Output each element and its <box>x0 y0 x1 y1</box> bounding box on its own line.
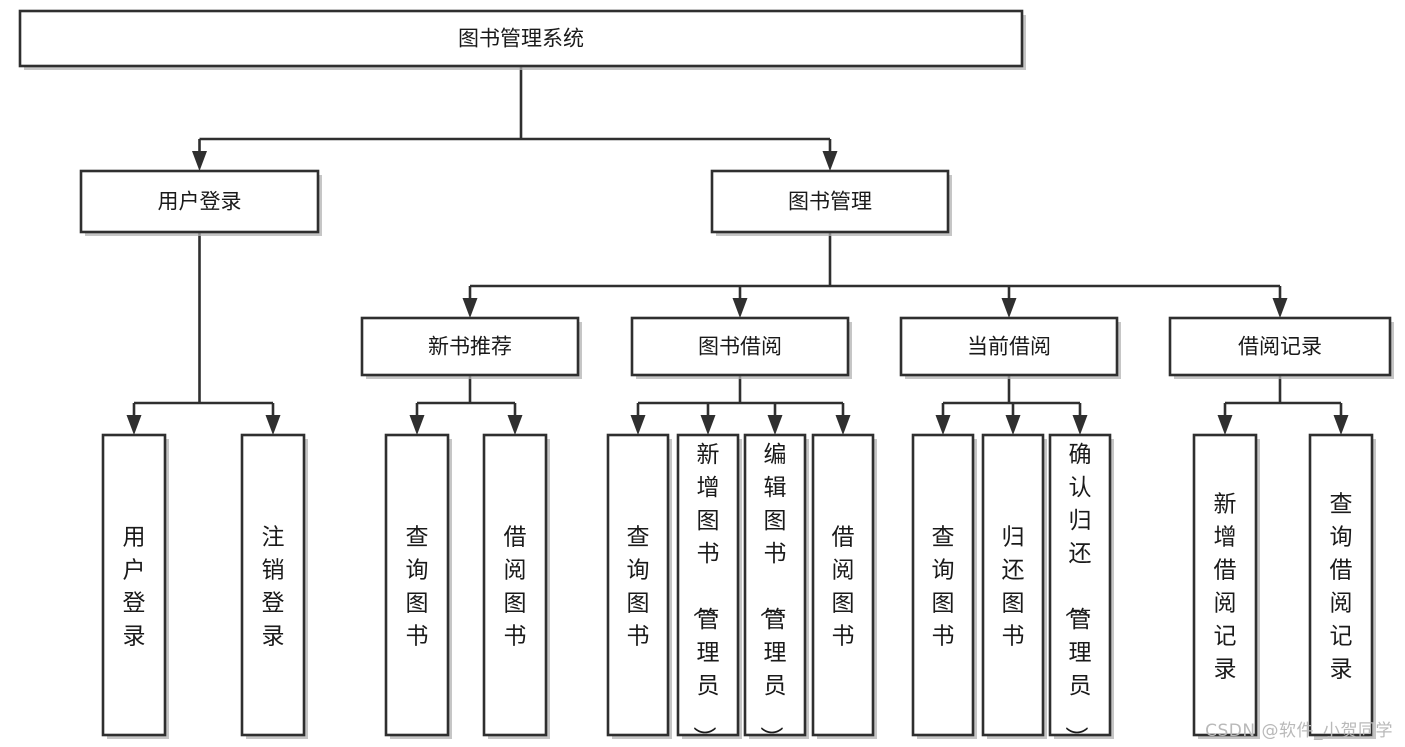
node-label: 用户登录 <box>158 190 242 214</box>
node-box[interactable] <box>240 433 306 737</box>
node-label: 查询图书 <box>932 525 955 650</box>
node-label: 当前借阅 <box>967 335 1051 359</box>
node-box[interactable] <box>1308 433 1374 737</box>
node-leaf-logout[interactable]: 注销登录 <box>240 433 308 739</box>
node-leaf-return-book[interactable]: 归还图书 <box>981 433 1047 739</box>
connector-group-user-login <box>126 232 281 435</box>
node-box[interactable] <box>811 433 875 737</box>
node-book-borrow[interactable]: 图书借阅 <box>630 316 852 379</box>
node-layer: 图书管理系统用户登录图书管理新书推荐图书借阅当前借阅借阅记录用户登录注销登录查询… <box>18 9 1394 747</box>
node-box[interactable] <box>1048 433 1112 737</box>
node-label: 新增图书（管理员） <box>691 442 720 747</box>
node-box[interactable] <box>606 433 670 737</box>
node-root[interactable]: 图书管理系统 <box>18 9 1026 70</box>
node-box[interactable] <box>1168 316 1392 377</box>
connector-group-root <box>192 66 838 171</box>
node-leaf-query-book-current[interactable]: 查询图书 <box>911 433 977 739</box>
node-label: 注销登录 <box>262 525 285 650</box>
node-label: 新增借阅记录 <box>1214 492 1237 683</box>
node-box[interactable] <box>911 433 975 737</box>
node-label: 借阅图书 <box>504 525 527 650</box>
node-borrow-record[interactable]: 借阅记录 <box>1168 316 1394 379</box>
node-label: 查询图书 <box>627 525 650 650</box>
node-box[interactable] <box>981 433 1045 737</box>
node-leaf-add-record[interactable]: 新增借阅记录 <box>1192 433 1260 739</box>
node-box[interactable] <box>384 433 450 737</box>
node-label: 借阅图书 <box>832 525 855 650</box>
node-leaf-query-record[interactable]: 查询借阅记录 <box>1308 433 1376 739</box>
connector-group-book-borrow <box>630 375 851 435</box>
node-box[interactable] <box>676 433 740 737</box>
node-box[interactable] <box>743 433 807 737</box>
node-box[interactable] <box>79 169 320 234</box>
node-current-borrow[interactable]: 当前借阅 <box>899 316 1121 379</box>
node-leaf-user-login[interactable]: 用户登录 <box>101 433 169 739</box>
node-new-book-rec[interactable]: 新书推荐 <box>360 316 582 379</box>
node-label: 借阅记录 <box>1238 335 1322 359</box>
node-box[interactable] <box>1192 433 1258 737</box>
node-label: 查询借阅记录 <box>1330 492 1353 683</box>
node-leaf-borrow-book[interactable]: 借阅图书 <box>811 433 877 739</box>
node-label: 新书推荐 <box>428 335 512 359</box>
node-leaf-borrow-book-rec[interactable]: 借阅图书 <box>482 433 550 739</box>
node-box[interactable] <box>710 169 950 234</box>
node-label: 图书管理系统 <box>458 27 584 51</box>
node-box[interactable] <box>101 433 167 737</box>
connector-group-new-book-rec <box>409 375 523 435</box>
node-leaf-edit-book[interactable]: 编辑图书（管理员） <box>743 433 809 747</box>
node-user-login[interactable]: 用户登录 <box>79 169 322 236</box>
node-leaf-query-book-rec[interactable]: 查询图书 <box>384 433 452 739</box>
connector-group-book-manage <box>462 232 1288 318</box>
node-label: 编辑图书（管理员） <box>758 442 787 747</box>
node-label: 图书借阅 <box>698 335 782 359</box>
connector-layer <box>126 66 1349 435</box>
node-label: 归还图书 <box>1002 525 1025 650</box>
csdn-watermark: CSDN @软件_小贺同学 <box>1205 721 1393 741</box>
node-leaf-query-book-borrow[interactable]: 查询图书 <box>606 433 672 739</box>
node-box[interactable] <box>360 316 580 377</box>
node-leaf-confirm-return[interactable]: 确认归还（管理员） <box>1048 433 1114 747</box>
node-label: 用户登录 <box>123 525 146 650</box>
node-label: 查询图书 <box>406 525 429 650</box>
node-box[interactable] <box>899 316 1119 377</box>
node-book-manage[interactable]: 图书管理 <box>710 169 952 236</box>
connector-group-current-borrow <box>935 375 1088 435</box>
node-box[interactable] <box>630 316 850 377</box>
node-box[interactable] <box>482 433 548 737</box>
connector-group-borrow-record <box>1217 375 1349 435</box>
node-box[interactable] <box>18 9 1024 68</box>
node-leaf-add-book[interactable]: 新增图书（管理员） <box>676 433 742 747</box>
node-label: 确认归还（管理员） <box>1063 442 1092 747</box>
node-label: 图书管理 <box>788 190 872 214</box>
